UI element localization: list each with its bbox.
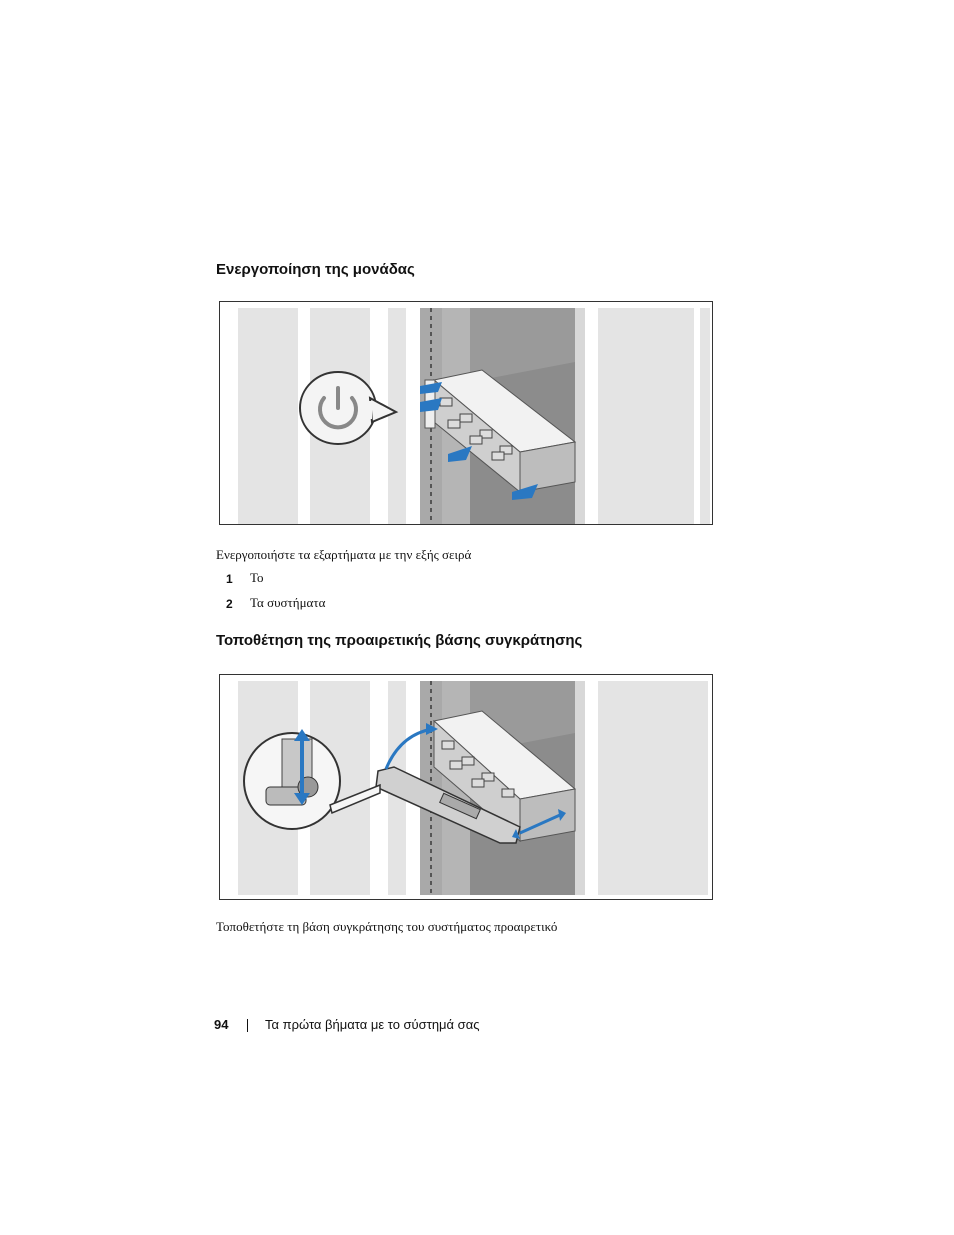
step-number-1: 1 — [226, 572, 233, 586]
footer-title: Τα πρώτα βήματα με το σύστημά σας — [265, 1017, 480, 1032]
power-on-illustration — [219, 301, 713, 525]
step-text-1: Το — [250, 570, 264, 585]
step-text-2: Τα συστήματα — [250, 595, 326, 610]
power-on-caption: Ενεργοποιήστε τα εξαρτήματα με την εξής … — [216, 547, 472, 562]
section-heading-bezel: Τοποθέτηση της προαιρετικής βάσης συγκρά… — [216, 632, 583, 649]
step-number-2: 2 — [226, 597, 233, 611]
bezel-caption: Τοποθετήστε τη βάση συγκράτησης του συστ… — [216, 919, 558, 934]
page-number: 94 — [214, 1017, 229, 1032]
bezel-illustration — [219, 674, 713, 900]
footer-separator — [247, 1019, 248, 1032]
section-heading-power-on: Ενεργοποίηση της μονάδας — [216, 261, 415, 278]
